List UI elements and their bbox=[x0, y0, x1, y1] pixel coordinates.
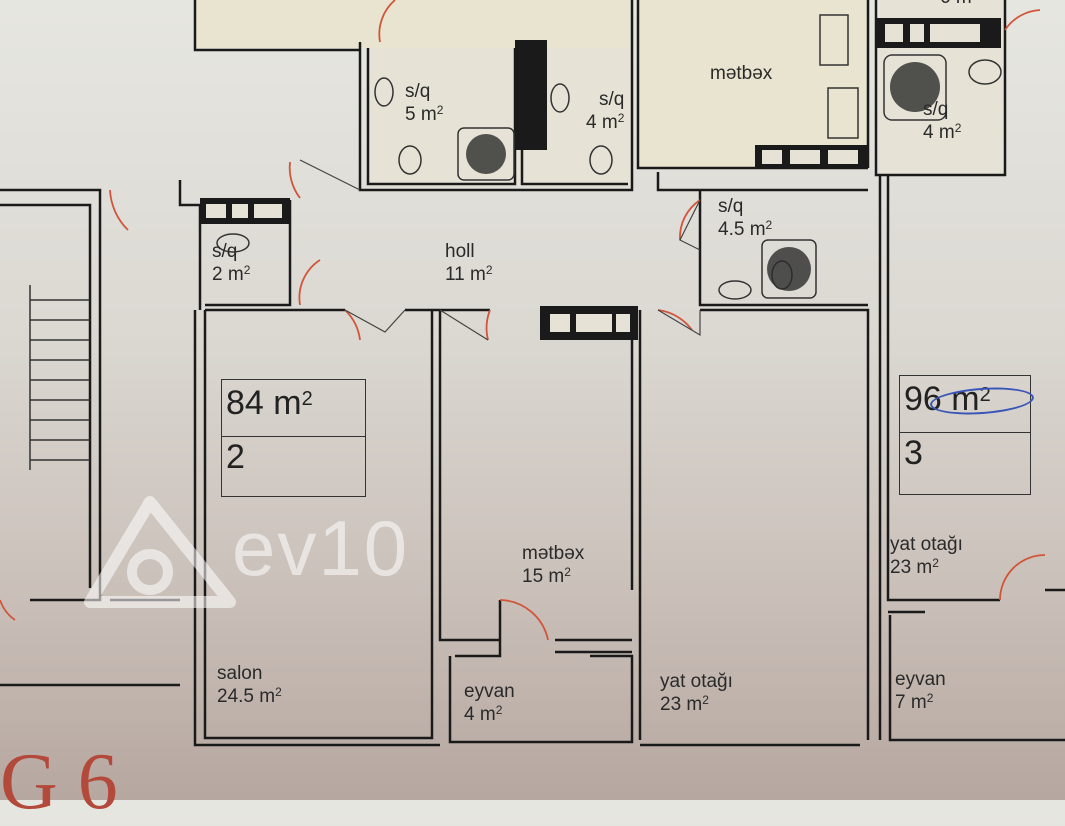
floor-plan-walls bbox=[0, 0, 1065, 747]
apartment-box-96: 96 m2 3 bbox=[899, 375, 1031, 495]
ev10-logo-icon bbox=[84, 496, 236, 608]
room-label-kitchen-top: mətbəx bbox=[710, 63, 773, 84]
watermark-text: ev10 bbox=[232, 504, 410, 592]
apartment-box-84: 84 m2 2 bbox=[221, 379, 366, 497]
block-mark: G 6 bbox=[0, 738, 118, 826]
room-label-partial: 6 m bbox=[940, 0, 972, 9]
